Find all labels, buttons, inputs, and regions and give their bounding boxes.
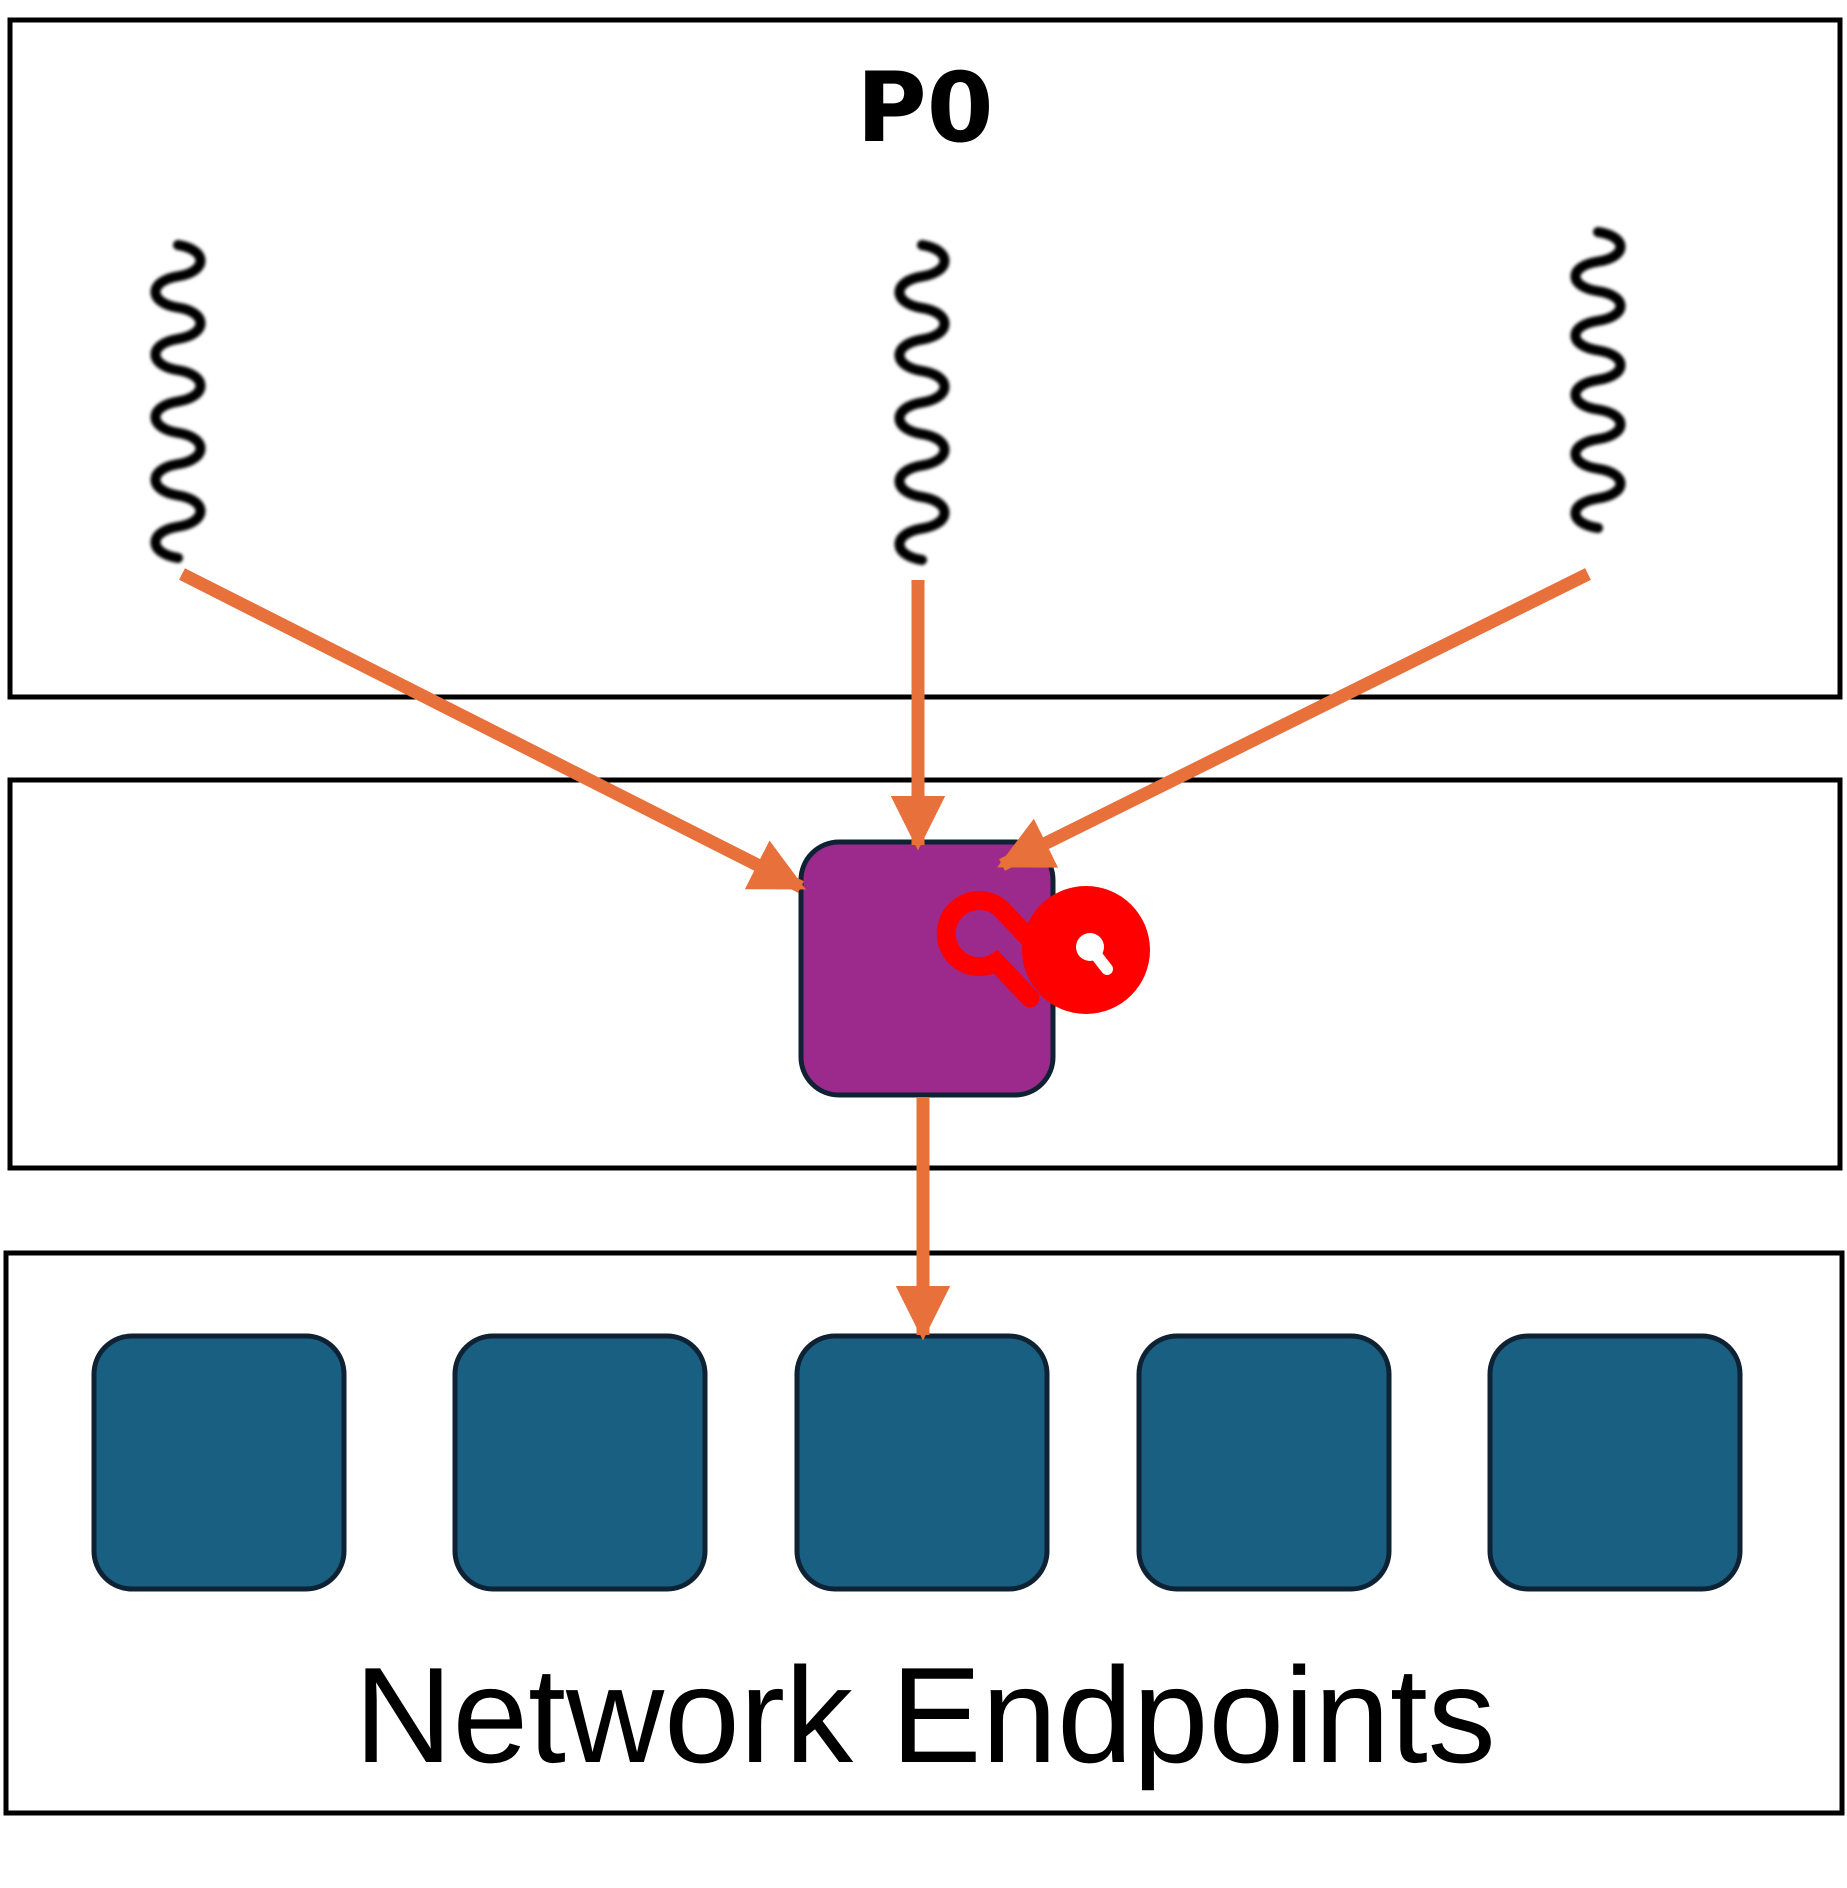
endpoints-label: Network Endpoints xyxy=(354,1639,1495,1791)
threads-group xyxy=(150,227,1626,565)
network-endpoint-box xyxy=(1487,1333,1743,1592)
lock-icon xyxy=(936,886,1150,1014)
network-endpoint-box xyxy=(452,1333,708,1592)
endpoint-boxes-group xyxy=(91,1333,1743,1592)
network-endpoint-box xyxy=(794,1333,1050,1592)
arrow-thread1-to-resource xyxy=(179,568,806,893)
thread-wave-icon xyxy=(150,240,206,563)
thread-wave-icon xyxy=(894,240,950,565)
arrow-thread3-to-resource xyxy=(997,568,1591,871)
process-panel xyxy=(7,17,1843,700)
network-endpoint-box xyxy=(91,1333,347,1592)
arrows-group xyxy=(179,568,1591,1341)
thread-wave-icon xyxy=(1570,227,1626,533)
network-endpoint-box xyxy=(1136,1333,1392,1592)
process-title: P0 xyxy=(856,52,993,164)
